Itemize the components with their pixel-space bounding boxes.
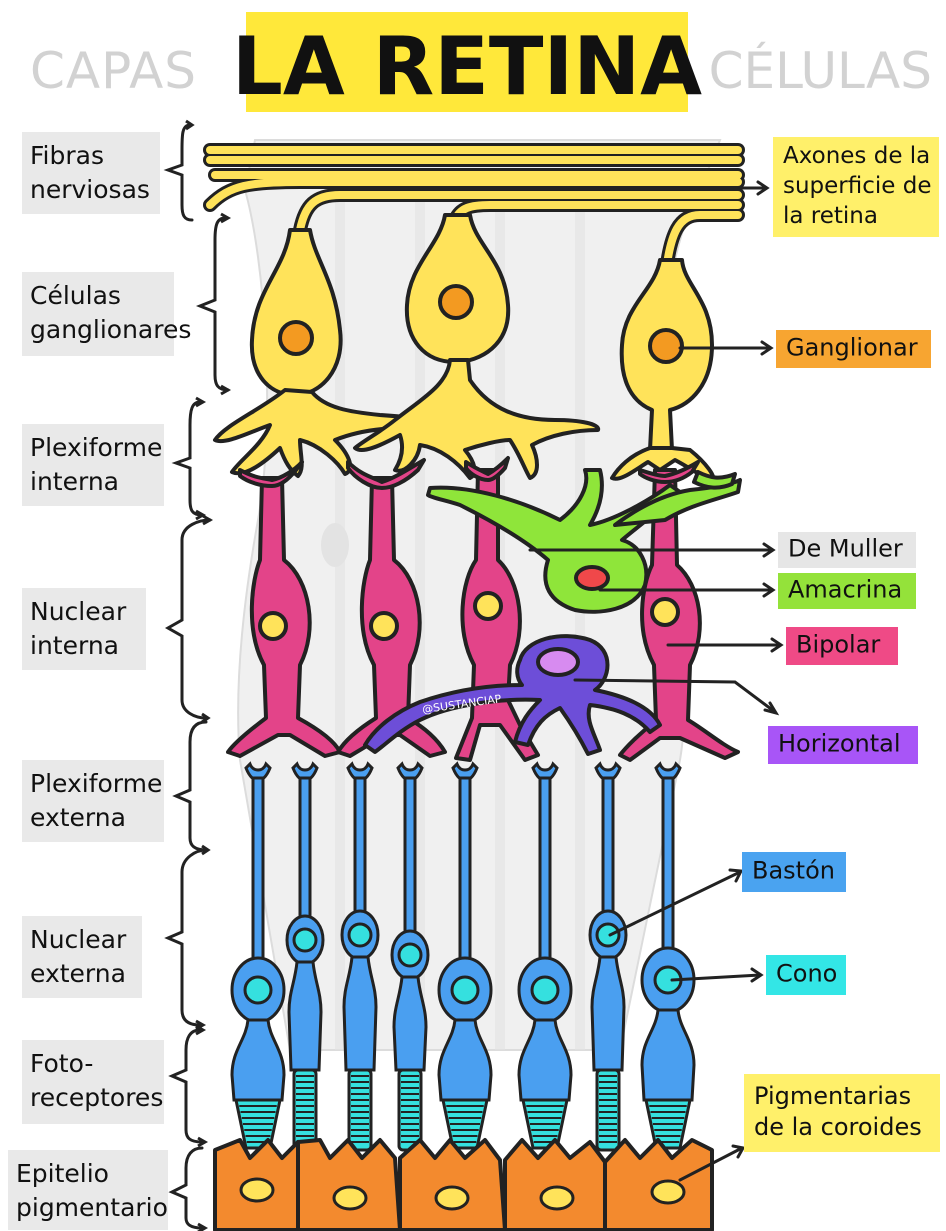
cell-label: Axones de la superficie de la retina [773,137,939,237]
layer-label-text: Epitelio [16,1159,109,1188]
inner-segment [394,977,426,1070]
cell-label-text: Amacrina [788,576,902,604]
inner-segment [232,1020,284,1100]
cell-label: Horizontal [768,726,918,764]
layer-label-text: interna [30,631,119,660]
axon-fiber [355,778,365,917]
inner-segment [592,957,624,1070]
cell-label: Ganglionar [776,330,931,368]
nucleus [399,944,421,966]
layer-label-text: externa [30,959,126,988]
axon-fiber [405,778,415,937]
axon-fiber [603,778,613,917]
nucleus [532,977,558,1003]
header-celulas: CÉLULAS [709,41,932,100]
inner-segment [344,957,376,1070]
inner-segment [289,962,321,1070]
layer-label: Nuclear interna [22,588,146,670]
cell-label-text: Axones de la [783,143,930,169]
layer-label-text: Plexiforme [30,433,162,462]
layer-label-text: ganglionares [30,315,191,344]
layer-label-text: Fibras [30,141,104,170]
nucleus [294,929,316,951]
page-title: LA RETINA [232,20,702,113]
cell-label: Bastón [742,852,846,892]
cell-label: Bipolar [786,627,898,665]
layer-label-text: interna [30,467,119,496]
pigment-epithelium [215,1140,712,1230]
nucleus [452,977,478,1003]
cell-label: Amacrina [778,573,916,609]
layer-label-text: Nuclear [30,597,127,626]
cell-label-text: Pigmentarias [754,1082,911,1110]
cell-label-text: Ganglionar [786,334,918,362]
layer-label: Nuclear externa [22,916,142,998]
layer-brackets [168,125,228,1228]
layer-label: Foto-receptores [22,1040,164,1124]
layer-label-text: Foto- [30,1049,93,1078]
layer-label-text: receptores [30,1083,163,1112]
axon-fiber [460,778,470,972]
nucleus [597,924,619,946]
cell-label-text: de la coroides [754,1113,922,1141]
axon-fiber [540,778,550,972]
amacrine-nucleus [576,567,608,589]
cell-label: Pigmentarias de la coroides [744,1074,940,1152]
cell-label-text: Horizontal [778,730,901,758]
layer-label: Plexiforme externa [22,760,164,842]
cell-label-text: De Muller [788,535,903,563]
nucleus [349,924,371,946]
layer-label: Fibras nerviosas [22,132,160,214]
header-capas: CAPAS [30,42,197,100]
cell-label: De Muller [778,532,916,568]
inner-segment [642,1010,694,1100]
bracket-arrowheads [186,121,228,1231]
layer-label-text: Nuclear [30,925,127,954]
layer-label: Epitelio pigmentario [8,1150,168,1230]
layer-label-text: Células [30,281,121,310]
layer-label: Células ganglionares [22,272,191,356]
horizontal-nucleus [538,649,578,675]
layer-label-text: Plexiforme [30,769,162,798]
cell-label-text: la retina [783,203,878,229]
cell-label-text: Cono [776,960,837,988]
cell-label-text: superficie de [783,173,932,199]
cell-label: Cono [766,955,846,995]
cell-label-text: Bastón [752,857,835,885]
axon-fiber [253,778,263,972]
layer-label: Plexiforme interna [22,424,164,506]
axon-fiber [663,778,673,962]
layer-label-text: externa [30,803,126,832]
nucleus [245,977,271,1003]
cell-label-text: Bipolar [796,631,880,659]
layer-label-text: pigmentario [16,1193,168,1222]
layer-label-text: nerviosas [30,175,150,204]
axon-fiber [300,778,310,922]
